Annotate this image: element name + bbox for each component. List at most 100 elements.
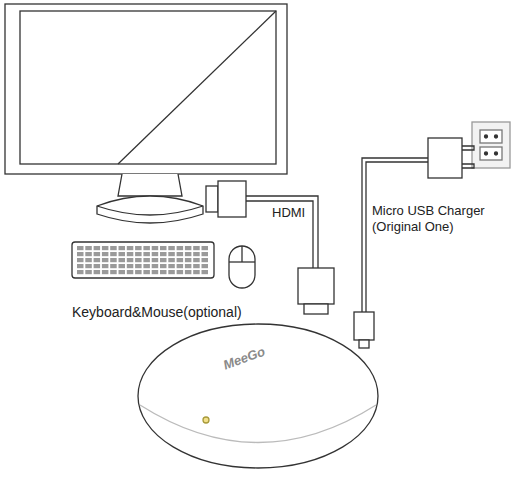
keyboard-key — [102, 270, 109, 274]
illustration-stroke — [5, 4, 287, 174]
illustration-stroke — [495, 152, 498, 155]
keyboard-key — [160, 258, 167, 262]
illustration-stroke — [298, 268, 334, 304]
illustration-stroke — [229, 246, 255, 288]
illustration-stroke — [218, 181, 246, 217]
keyboard-key — [177, 264, 184, 268]
illustration-stroke — [118, 11, 276, 164]
keyboard-key — [152, 252, 159, 256]
keyboard-key — [152, 258, 159, 262]
keyboard-key — [94, 258, 101, 262]
illustration-stroke — [97, 196, 203, 223]
keyboard-key — [193, 252, 200, 256]
keyboard-key — [127, 246, 134, 250]
illustration-stroke — [138, 324, 378, 468]
illustration-stroke — [72, 242, 214, 278]
keyboard-key — [152, 246, 159, 250]
illustration-stroke — [304, 304, 328, 314]
illustration-stroke — [485, 152, 488, 155]
keyboard-key — [102, 264, 109, 268]
illustration-stroke — [472, 122, 510, 168]
illustration-stroke — [246, 201, 313, 268]
keyboard-key — [143, 246, 150, 250]
keyboard-key — [119, 270, 126, 274]
keyboard-key — [119, 258, 126, 262]
illustration-stroke — [140, 405, 376, 443]
keyboard-key — [127, 270, 134, 274]
meego-device — [138, 324, 378, 468]
keyboard-key — [177, 252, 184, 256]
keyboard-key — [127, 264, 134, 268]
illustration-stroke — [354, 312, 374, 340]
hdmi-cable — [206, 181, 334, 314]
keyboard-key — [202, 252, 209, 256]
keyboard-key — [85, 264, 92, 268]
keyboard-key — [94, 264, 101, 268]
keyboard-key — [85, 270, 92, 274]
keyboard-key — [202, 246, 209, 250]
keyboard-key — [110, 258, 117, 262]
keyboard-key — [85, 252, 92, 256]
keyboard-key — [94, 270, 101, 274]
wall-outlet — [472, 122, 510, 168]
keyboard-key — [77, 264, 84, 268]
keyboard-key — [168, 252, 175, 256]
keyboard-key — [185, 246, 192, 250]
keyboard-key — [85, 258, 92, 262]
keyboard-key — [168, 270, 175, 274]
keyboard-key — [185, 270, 192, 274]
keyboard-key — [135, 246, 142, 250]
keyboard-key — [177, 246, 184, 250]
keyboard-key — [143, 264, 150, 268]
keyboard-key — [193, 270, 200, 274]
illustration-stroke — [5, 4, 510, 468]
peripheral-label: Keyboard&Mouse(optional) — [72, 304, 242, 322]
illustration-stroke — [246, 196, 318, 268]
keyboard-key — [77, 252, 84, 256]
illustration-stroke — [462, 164, 474, 168]
keyboard-key — [119, 252, 126, 256]
keyboard-key — [127, 252, 134, 256]
keyboard-key — [102, 258, 109, 262]
illustration-stroke — [97, 206, 203, 215]
usb-charger — [354, 138, 474, 348]
illustration-stroke — [480, 147, 502, 160]
keyboard-key — [77, 246, 84, 250]
keyboard-key — [202, 270, 209, 274]
keyboard-key — [143, 252, 150, 256]
keyboard-key — [160, 270, 167, 274]
keyboard-key — [143, 270, 150, 274]
keyboard-key — [77, 270, 84, 274]
keyboard-key — [143, 258, 150, 262]
illustration-stroke — [206, 186, 218, 212]
illustration-stroke — [77, 246, 208, 274]
keyboard-key — [110, 252, 117, 256]
illustration-stroke — [241, 246, 242, 262]
keyboard-key — [110, 246, 117, 250]
illustration-stroke — [359, 340, 369, 348]
keyboard-key — [110, 270, 117, 274]
keyboard-key — [135, 258, 142, 262]
keyboard-key — [85, 246, 92, 250]
monitor — [5, 4, 287, 223]
keyboard-key — [185, 252, 192, 256]
illustration-stroke — [203, 417, 209, 423]
keyboard-key — [127, 258, 134, 262]
keyboard-key — [193, 246, 200, 250]
illustration-stroke — [20, 11, 276, 164]
keyboard-key — [177, 258, 184, 262]
keyboard-key — [119, 264, 126, 268]
keyboard-key — [160, 264, 167, 268]
cable-label: HDMI — [272, 205, 305, 221]
keyboard-key — [77, 258, 84, 262]
keyboard-key — [152, 264, 159, 268]
keyboard-key — [185, 264, 192, 268]
keyboard-key — [102, 246, 109, 250]
keyboard-key — [152, 270, 159, 274]
keyboard-key — [135, 252, 142, 256]
keyboard-key — [193, 264, 200, 268]
keyboard-key — [168, 258, 175, 262]
illustration-stroke — [118, 174, 182, 196]
keyboard-key — [119, 246, 126, 250]
